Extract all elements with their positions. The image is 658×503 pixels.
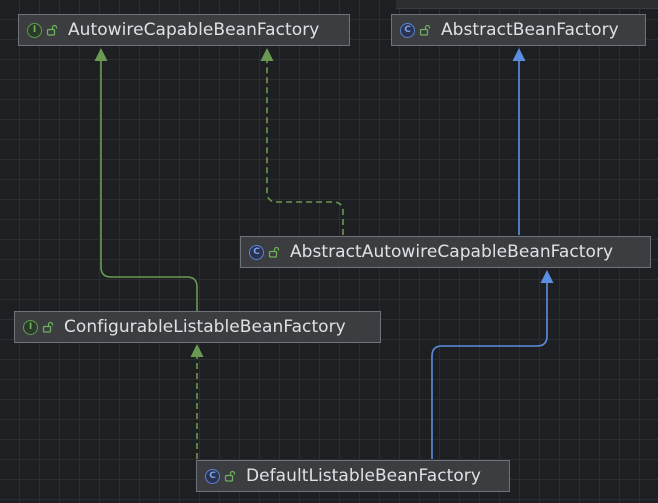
- edge-abstract-autowire-to-autowire: [260, 48, 344, 235]
- node-label: DefaultListableBeanFactory: [246, 466, 481, 486]
- interface-icon: I: [27, 22, 42, 38]
- lock-open-icon: [42, 321, 54, 333]
- edge-abstract-autowire-to-abstract-bean: [512, 48, 526, 235]
- class-icon: C: [249, 244, 264, 260]
- node-abstract-bean-factory[interactable]: C AbstractBeanFactory: [391, 14, 646, 46]
- node-label: AbstractBeanFactory: [441, 20, 619, 40]
- edge-default-to-abstract-autowire: [431, 270, 554, 459]
- interface-icon: I: [23, 319, 38, 335]
- node-label: ConfigurableListableBeanFactory: [64, 317, 346, 337]
- edge-configurable-to-autowire: [94, 48, 198, 311]
- node-autowire-capable-bean-factory[interactable]: I AutowireCapableBeanFactory: [18, 14, 350, 46]
- node-abstract-autowire-capable-bean-factory[interactable]: C AbstractAutowireCapableBeanFactory: [240, 236, 651, 268]
- node-default-listable-bean-factory[interactable]: C DefaultListableBeanFactory: [196, 460, 510, 492]
- toolbar-edge: [396, 0, 658, 9]
- edge-default-to-configurable: [190, 344, 204, 459]
- class-icon: C: [205, 468, 220, 484]
- node-configurable-listable-bean-factory[interactable]: I ConfigurableListableBeanFactory: [14, 311, 381, 343]
- lock-open-icon: [224, 470, 236, 482]
- node-label: AbstractAutowireCapableBeanFactory: [290, 242, 614, 262]
- node-label: AutowireCapableBeanFactory: [68, 20, 320, 40]
- lock-open-icon: [268, 246, 280, 258]
- lock-open-icon: [419, 24, 431, 36]
- class-icon: C: [400, 22, 415, 38]
- lock-open-icon: [46, 24, 58, 36]
